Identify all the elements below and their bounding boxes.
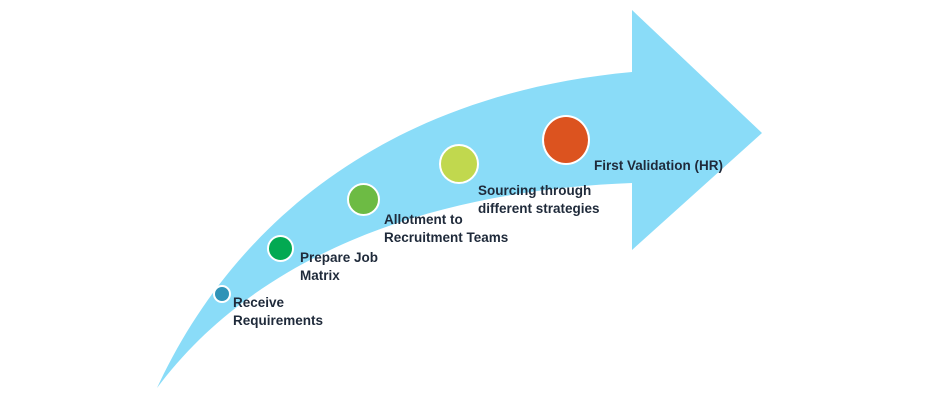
label-line: different strategies: [478, 201, 600, 216]
step-label-allotment: Allotment to Recruitment Teams: [384, 211, 508, 247]
curved-arrow-shape: [157, 10, 762, 388]
step-node-sourcing: [439, 144, 479, 184]
label-line: Recruitment Teams: [384, 230, 509, 245]
label-line: Receive: [233, 295, 285, 310]
step-node-allotment: [347, 183, 380, 216]
step-label-first-validation: First Validation (HR): [594, 157, 723, 175]
label-line: Sourcing through: [478, 183, 592, 198]
label-line: Matrix: [300, 268, 340, 283]
label-line: Prepare Job: [300, 250, 379, 265]
label-line: Requirements: [233, 313, 324, 328]
step-node-first-validation: [542, 115, 590, 165]
step-node-receive-requirements: [213, 285, 231, 303]
label-line: Allotment to: [384, 212, 463, 227]
step-label-sourcing: Sourcing through different strategies: [478, 182, 600, 218]
label-line: First Validation (HR): [594, 158, 724, 173]
step-node-prepare-job-matrix: [267, 235, 294, 262]
